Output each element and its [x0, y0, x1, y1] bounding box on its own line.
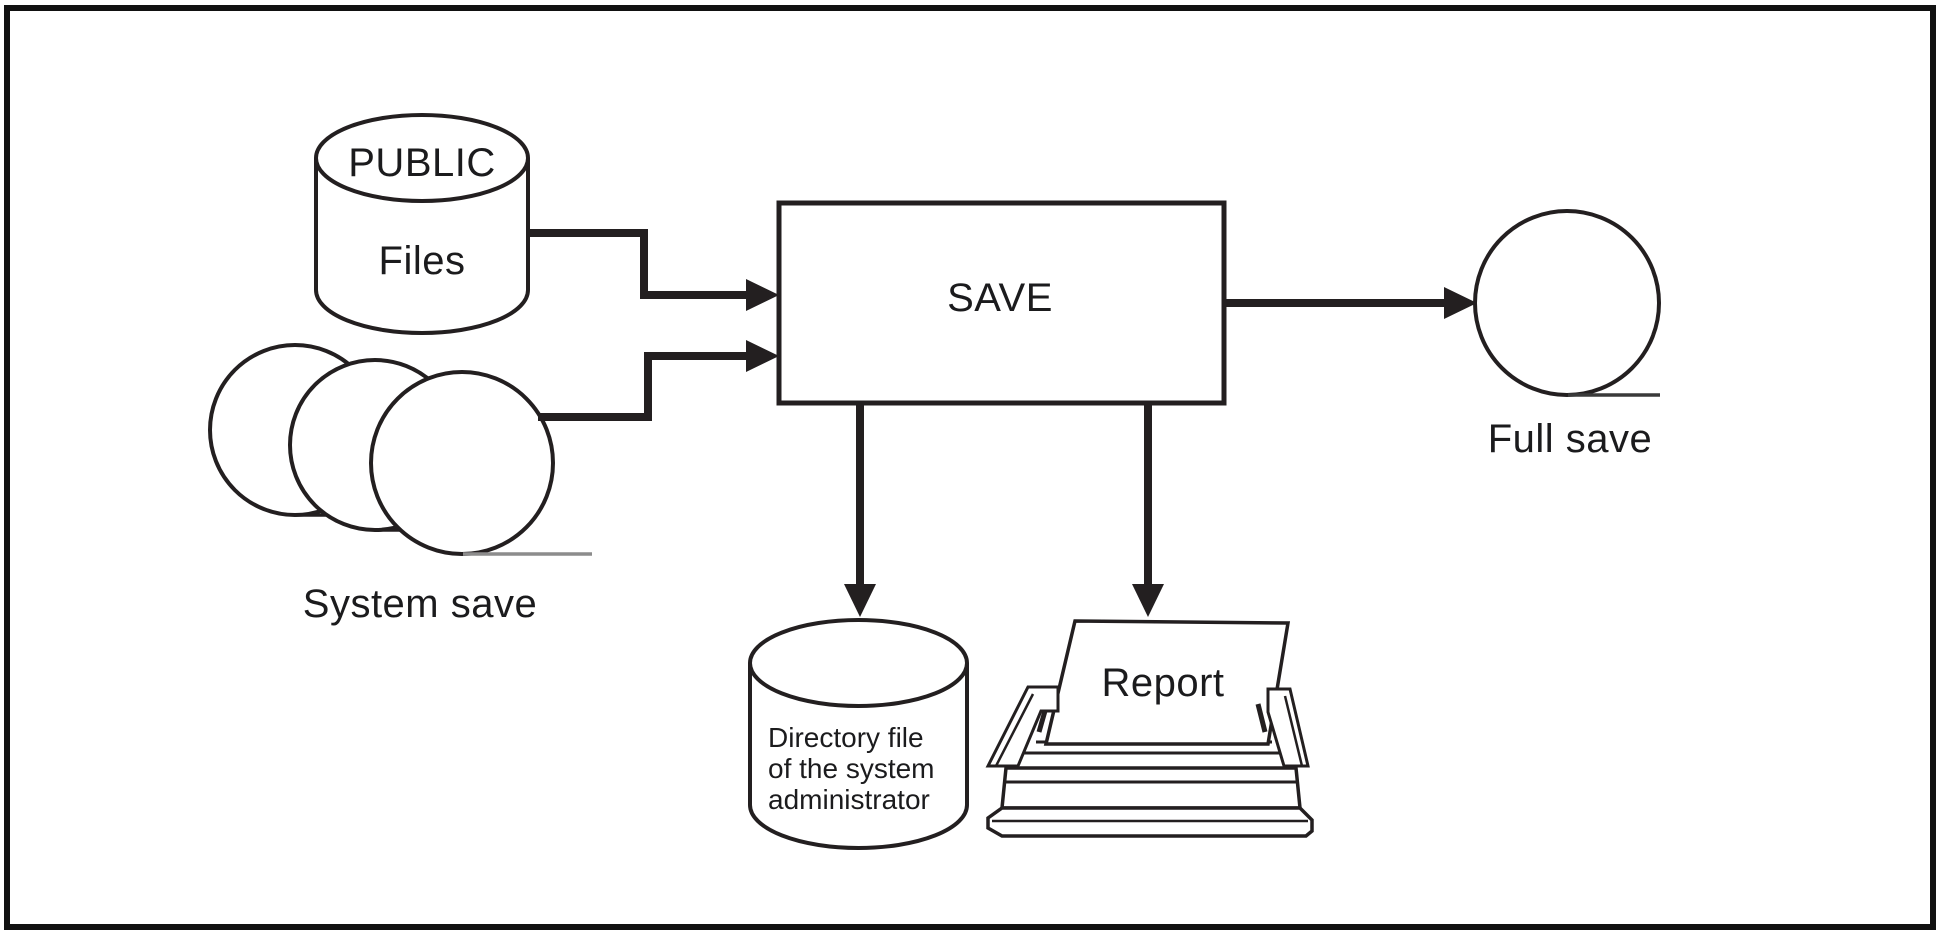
printer-right-rail-inner-edge	[1283, 695, 1304, 767]
public-files-cylinder: PUBLIC Files	[314, 113, 530, 335]
directory-label-line2: of the system	[768, 753, 935, 784]
arrow-files-to-save	[528, 229, 779, 311]
arrow-stem	[528, 229, 748, 299]
cylinder-top	[748, 618, 969, 708]
directory-label-line3: administrator	[768, 784, 930, 815]
full-save-tape: Full save	[1473, 209, 1661, 461]
printer-left-rail-inner-edge	[994, 693, 1035, 767]
arrowhead-down	[844, 584, 876, 617]
public-cylinder-title: PUBLIC	[348, 141, 496, 185]
report-label: Report	[1101, 661, 1224, 705]
directory-label-line1: Directory file	[768, 722, 924, 753]
system-save-tapes: System save	[208, 343, 592, 626]
printer-paper-clip-right	[1255, 703, 1268, 733]
arrow-save-to-directory	[844, 403, 876, 617]
save-box-label: SAVE	[947, 276, 1053, 320]
arrowhead-down	[1132, 584, 1164, 617]
arrow-system-save-to-save	[538, 340, 779, 421]
arrowhead-right	[746, 279, 779, 311]
arrowhead-right	[746, 340, 779, 372]
arrow-save-to-printer	[1132, 403, 1164, 617]
cylinder-body	[748, 663, 969, 850]
tape-reel-front	[369, 370, 555, 556]
tape-reel	[1473, 209, 1661, 397]
report-printer: Report	[985, 619, 1314, 838]
system-save-label: System save	[303, 582, 537, 626]
arrow-save-to-full-save	[1224, 287, 1477, 319]
public-cylinder-label: Files	[379, 239, 466, 283]
full-save-label: Full save	[1488, 417, 1653, 461]
save-process-box: SAVE	[776, 200, 1227, 406]
cylinder-top	[314, 113, 530, 203]
directory-file-cylinder: Directory file of the system administrat…	[748, 618, 969, 850]
arrow-stem	[538, 352, 748, 421]
printer-body-face	[1000, 766, 1302, 810]
arrowhead-right	[1444, 287, 1477, 319]
cylinder-body	[314, 158, 530, 335]
